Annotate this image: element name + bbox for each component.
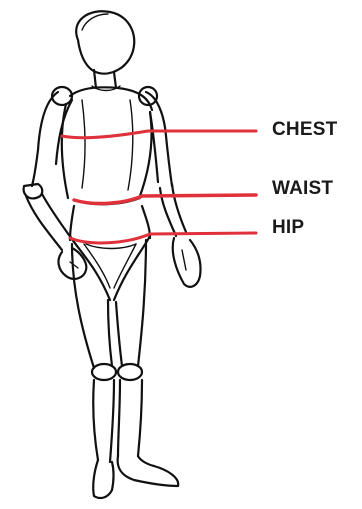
hip-label: HIP — [272, 218, 304, 238]
mannequin-right-arm — [139, 87, 201, 287]
mannequin-head — [76, 11, 134, 73]
mannequin-torso — [62, 87, 152, 240]
hip-measure-line — [70, 233, 256, 243]
mannequin-left-arm — [24, 87, 87, 279]
chest-measure-line — [62, 131, 256, 138]
mannequin-pelvis — [70, 236, 150, 300]
waist-label: WAIST — [272, 179, 333, 199]
chest-label: CHEST — [272, 120, 337, 140]
measurement-lines — [62, 131, 256, 243]
mannequin-left-leg — [72, 244, 116, 498]
waist-measure-line — [74, 195, 256, 203]
